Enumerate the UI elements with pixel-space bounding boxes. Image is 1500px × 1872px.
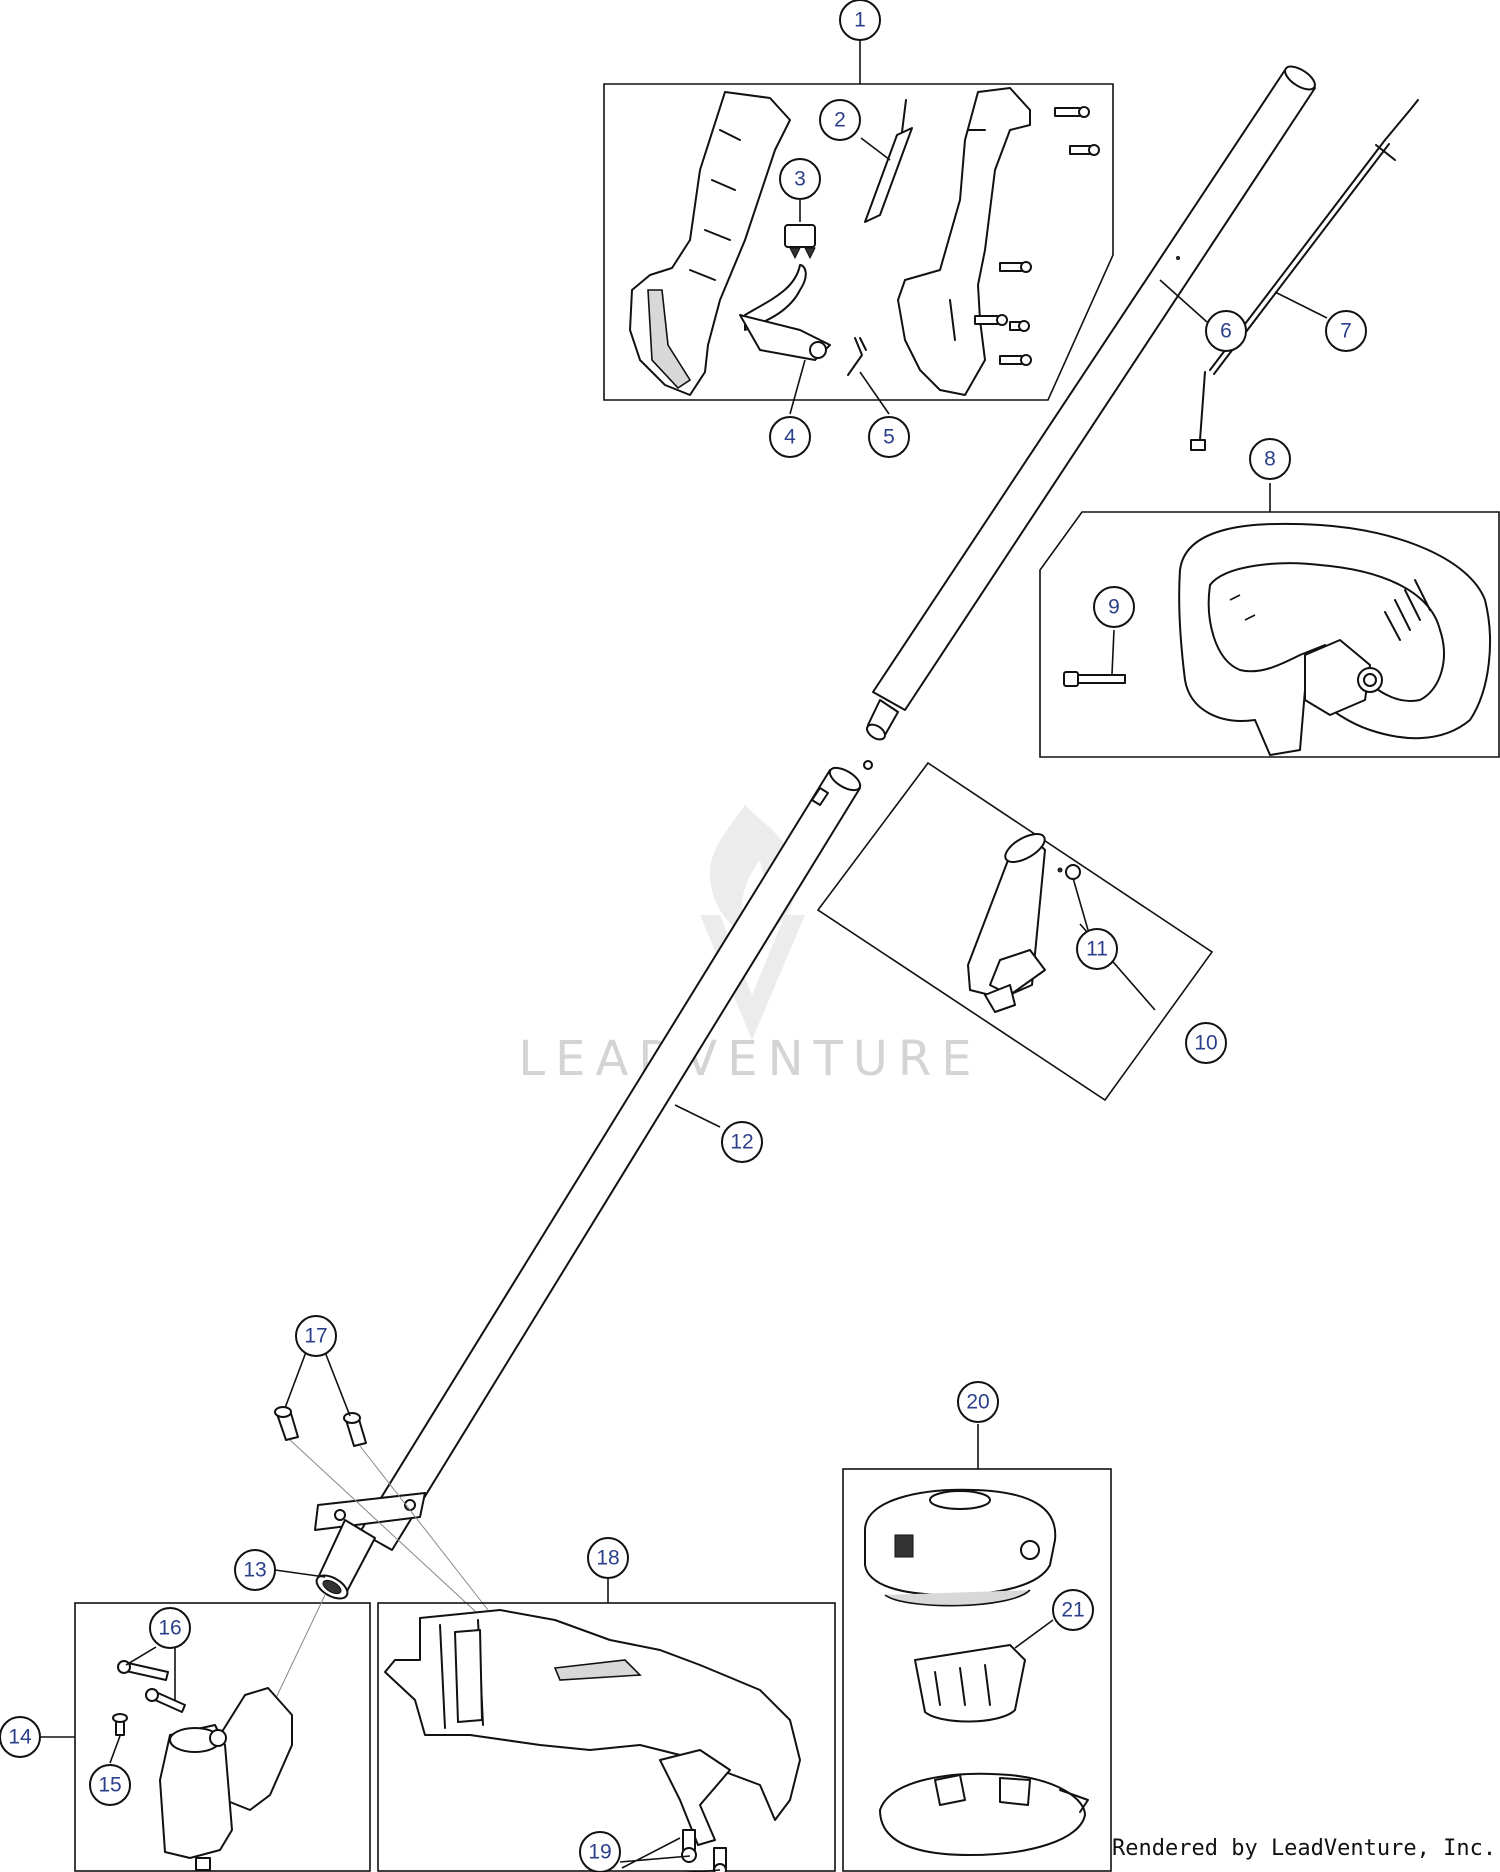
callout-8[interactable]: 8 (1249, 438, 1291, 480)
lock-lever-part (864, 127, 913, 223)
handle-assembly-box (603, 83, 1114, 401)
callout-3[interactable]: 3 (779, 158, 821, 200)
svg-text:15: 15 (98, 1774, 121, 1797)
spring-pin-part (847, 337, 867, 376)
svg-text:8: 8 (1264, 448, 1276, 471)
trimmer-head-group (842, 1468, 1112, 1872)
callout-10[interactable]: 10 (1185, 1022, 1227, 1064)
callout-6[interactable]: 6 (1205, 310, 1247, 352)
callout-1[interactable]: 1 (839, 0, 881, 41)
callout-4[interactable]: 4 (769, 416, 811, 458)
svg-text:11: 11 (1086, 938, 1108, 961)
handle-assembly-group (603, 83, 1114, 401)
spool-cover-part (914, 1644, 1026, 1723)
callout-9[interactable]: 9 (1093, 586, 1135, 628)
svg-text:13: 13 (243, 1559, 266, 1582)
svg-text:16: 16 (158, 1617, 181, 1640)
shaft-clamp-group (274, 1406, 491, 1626)
callout-7[interactable]: 7 (1325, 310, 1367, 352)
svg-text:18: 18 (596, 1547, 619, 1570)
svg-text:17: 17 (304, 1325, 327, 1348)
svg-text:7: 7 (1340, 320, 1352, 343)
gearbox-group (74, 1594, 371, 1872)
svg-text:12: 12 (730, 1131, 753, 1154)
callout-19[interactable]: 19 (579, 1831, 621, 1872)
housing-screws (974, 106, 1100, 366)
svg-text:10: 10 (1194, 1032, 1217, 1055)
upper-shaft-part (865, 65, 1316, 741)
shaft-clamp-part (314, 1492, 426, 1531)
callout-5[interactable]: 5 (868, 416, 910, 458)
svg-text:14: 14 (8, 1726, 32, 1749)
callout-21[interactable]: 21 (1052, 1589, 1094, 1631)
guard-bracket-part (659, 1749, 731, 1846)
bail-handle-box (1039, 511, 1500, 758)
svg-text:4: 4 (784, 426, 796, 449)
left-handle-housing (629, 91, 791, 396)
guard-part (384, 1609, 801, 1821)
callout-18[interactable]: 18 (587, 1537, 629, 1579)
callout-16[interactable]: 16 (149, 1607, 191, 1649)
svg-text:21: 21 (1061, 1599, 1084, 1622)
trimmer-head-spool (864, 1488, 1057, 1596)
bolt-part (1077, 674, 1126, 684)
rendered-by-credit: Rendered by LeadVenture, Inc. (1112, 1836, 1497, 1861)
trimmer-head-box (842, 1468, 1112, 1872)
callout-13[interactable]: 13 (234, 1549, 276, 1591)
callout-12[interactable]: 12 (721, 1121, 763, 1163)
right-handle-housing (897, 87, 1031, 396)
leader-lines (40, 40, 1328, 1872)
watermark-flame-icon (709, 805, 796, 935)
coupler-group (816, 761, 1214, 1102)
svg-text:19: 19 (588, 1841, 611, 1864)
svg-text:9: 9 (1108, 596, 1120, 619)
callout-17[interactable]: 17 (295, 1315, 337, 1357)
svg-text:1: 1 (854, 9, 866, 32)
svg-text:3: 3 (794, 168, 806, 191)
throttle-cable-part (1190, 99, 1419, 451)
callout-14[interactable]: 14 (0, 1716, 41, 1758)
svg-text:20: 20 (966, 1391, 989, 1414)
svg-text:2: 2 (834, 109, 846, 132)
coupler-box (816, 761, 1214, 1102)
trigger-part (744, 264, 807, 331)
watermark: LEADVENTURE (518, 805, 981, 1087)
guard-group (377, 1602, 836, 1872)
gearbox-screw-lower (154, 1692, 186, 1713)
switch-part (784, 224, 816, 248)
lower-shaft-part (359, 760, 873, 1551)
bump-knob-part (879, 1772, 1086, 1856)
gearbox-screw-upper (125, 1662, 169, 1681)
svg-text:6: 6 (1220, 320, 1232, 343)
callout-2[interactable]: 2 (819, 99, 861, 141)
svg-text:5: 5 (883, 426, 895, 449)
callout-15[interactable]: 15 (89, 1764, 131, 1806)
bail-handle-group (1039, 511, 1500, 758)
callout-11[interactable]: 11 (1076, 928, 1118, 970)
watermark-text: LEADVENTURE (518, 1031, 981, 1087)
callout-20[interactable]: 20 (957, 1381, 999, 1423)
